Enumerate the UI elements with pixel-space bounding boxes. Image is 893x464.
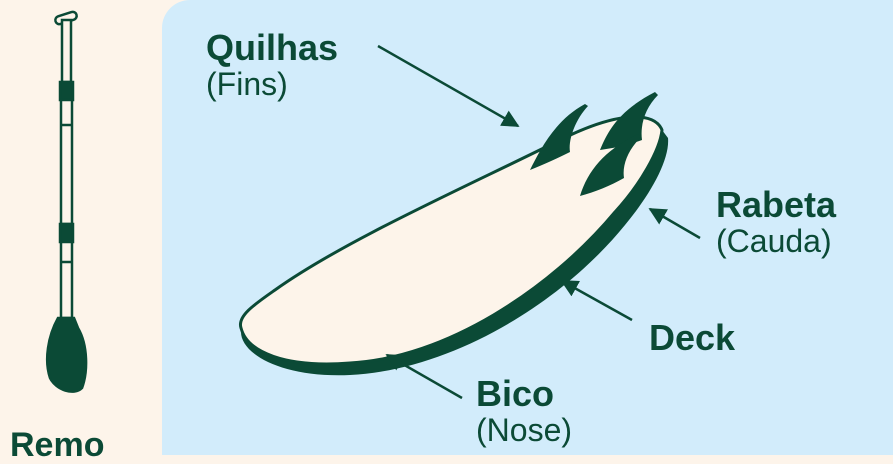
tail-title: Rabeta — [716, 187, 836, 223]
paddle-illustration — [47, 11, 86, 392]
paddle-shaft-low — [61, 242, 72, 318]
nose-title: Bico — [476, 376, 572, 412]
deck-label: Deck — [649, 320, 735, 356]
board-illustration — [240, 92, 668, 375]
tail-subtitle: (Cauda) — [716, 225, 836, 257]
nose-subtitle: (Nose) — [476, 414, 572, 446]
nose-arrow — [387, 355, 462, 398]
tail-arrow — [650, 209, 700, 238]
paddle-clamp-2 — [60, 224, 73, 242]
paddle-blade — [47, 318, 86, 392]
fins-subtitle: (Fins) — [206, 68, 338, 100]
fins-label: Quilhas (Fins) — [206, 30, 338, 100]
paddle-shaft-mid — [61, 100, 72, 224]
fins-title: Quilhas — [206, 30, 338, 66]
deck-title: Deck — [649, 320, 735, 356]
paddle-shaft-top — [62, 20, 71, 82]
nose-label: Bico (Nose) — [476, 376, 572, 446]
fins-arrow — [378, 46, 518, 126]
deck-arrow — [562, 281, 632, 320]
tail-label: Rabeta (Cauda) — [716, 187, 836, 257]
paddle-label: Remo — [10, 428, 104, 462]
paddle-clamp-1 — [60, 82, 73, 100]
